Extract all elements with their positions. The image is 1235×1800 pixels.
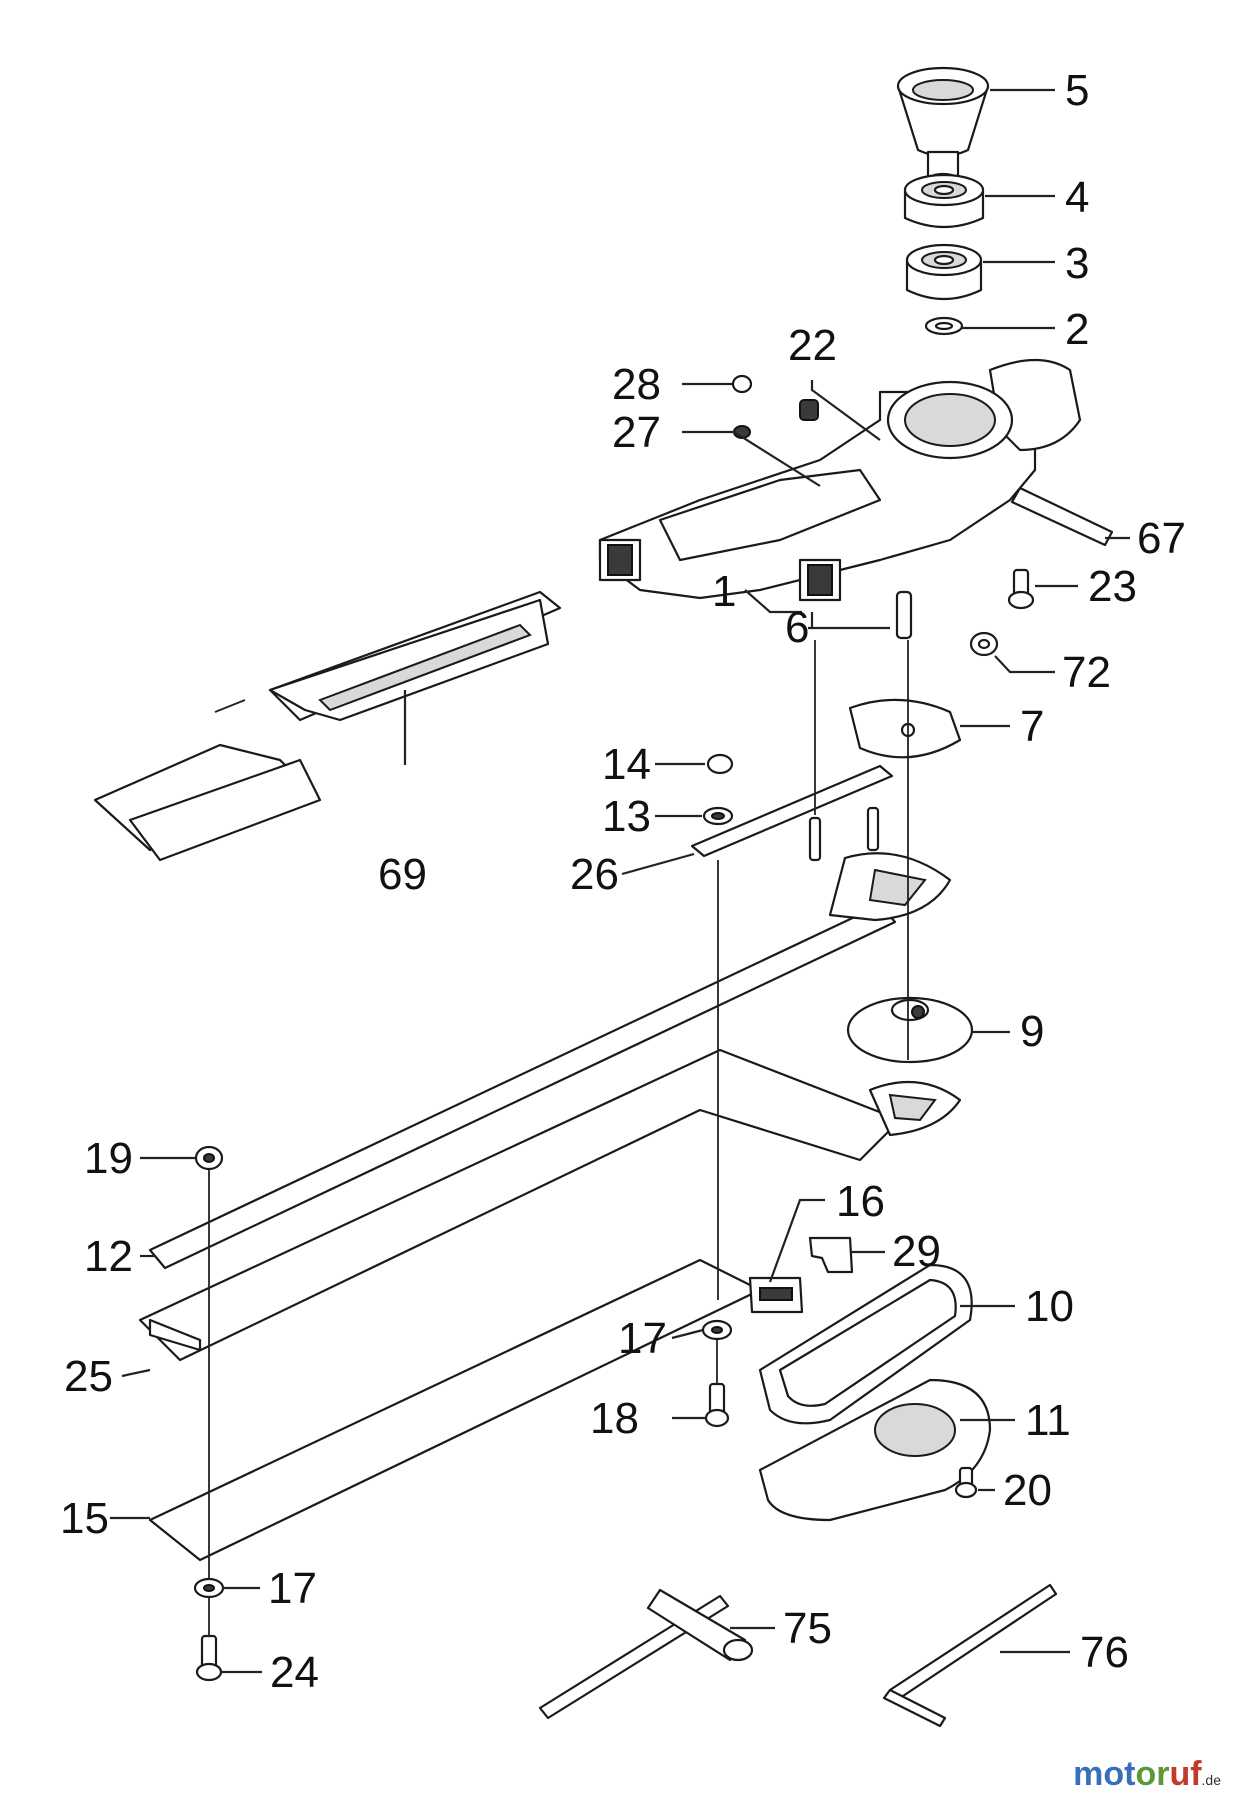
part-72-nut bbox=[969, 631, 999, 657]
part-9-crank-disk bbox=[846, 996, 974, 1064]
part-17-washer-lower bbox=[193, 1577, 225, 1599]
part-14-nut bbox=[706, 753, 734, 775]
part-67-rod bbox=[1010, 486, 1114, 547]
label-part-4: 4 bbox=[1065, 173, 1089, 222]
label-part-72: 72 bbox=[1062, 648, 1111, 697]
label-part-20: 20 bbox=[1003, 1466, 1052, 1515]
part-labels: 5 4 3 2 22 28 27 67 23 1 6 72 7 14 13 26… bbox=[60, 66, 1186, 1697]
label-part-7: 7 bbox=[1020, 702, 1044, 751]
label-part-6: 6 bbox=[785, 603, 809, 652]
centre-lines bbox=[208, 640, 909, 1636]
part-16-clip bbox=[748, 1276, 804, 1314]
label-part-3: 3 bbox=[1065, 239, 1089, 288]
part-24-bolt bbox=[195, 1634, 223, 1682]
label-part-76: 76 bbox=[1080, 1628, 1129, 1677]
label-part-67: 67 bbox=[1137, 514, 1186, 563]
part-76-hex-key bbox=[882, 1583, 1058, 1728]
watermark-part-2: or bbox=[1135, 1755, 1170, 1793]
part-4-bearing bbox=[903, 173, 985, 229]
part-19-nut bbox=[194, 1145, 224, 1171]
label-part-13: 13 bbox=[602, 792, 651, 841]
label-part-29: 29 bbox=[892, 1227, 941, 1276]
label-part-28: 28 bbox=[612, 360, 661, 409]
label-part-10: 10 bbox=[1025, 1282, 1074, 1331]
label-part-2: 2 bbox=[1065, 305, 1089, 354]
part-11-base-plate bbox=[758, 1378, 992, 1522]
part-75-t-wrench bbox=[538, 1588, 754, 1720]
part-2-washer bbox=[924, 316, 964, 336]
label-part-15: 15 bbox=[60, 1494, 109, 1543]
part-69-blade-cover bbox=[93, 590, 562, 862]
site-watermark: motoruf.de bbox=[1073, 1755, 1221, 1794]
label-part-22: 22 bbox=[788, 321, 837, 370]
part-13-washer bbox=[702, 806, 734, 826]
label-part-69: 69 bbox=[378, 850, 427, 899]
label-part-5: 5 bbox=[1065, 66, 1089, 115]
part-5-dust-cup bbox=[896, 66, 990, 188]
label-part-26: 26 bbox=[570, 850, 619, 899]
label-part-17-upper: 17 bbox=[618, 1314, 667, 1363]
label-part-9: 9 bbox=[1020, 1007, 1044, 1056]
label-part-11: 11 bbox=[1025, 1396, 1071, 1445]
part-7-crank-plate bbox=[848, 698, 962, 759]
label-part-19: 19 bbox=[84, 1134, 133, 1183]
label-part-75: 75 bbox=[783, 1604, 832, 1653]
watermark-part-1: mot bbox=[1073, 1755, 1136, 1793]
label-part-12: 12 bbox=[84, 1232, 133, 1281]
part-23-bolt bbox=[1007, 568, 1035, 610]
label-part-25: 25 bbox=[64, 1352, 113, 1401]
part-17-washer-upper bbox=[701, 1319, 733, 1341]
label-part-17-lower: 17 bbox=[268, 1564, 317, 1613]
label-part-1: 1 bbox=[712, 567, 736, 616]
part-10-gasket bbox=[758, 1263, 973, 1425]
label-part-14: 14 bbox=[602, 740, 651, 789]
part-18-bolt bbox=[704, 1382, 730, 1428]
label-part-18: 18 bbox=[590, 1394, 639, 1443]
part-26-guide-plate bbox=[690, 764, 894, 858]
watermark-part-4: .de bbox=[1201, 1772, 1221, 1788]
part-12-blade-bar bbox=[148, 852, 952, 1270]
part-22-spring bbox=[799, 399, 819, 421]
label-part-24: 24 bbox=[270, 1648, 319, 1697]
upper-blade bbox=[138, 1048, 962, 1362]
part-3-bearing bbox=[905, 243, 983, 300]
part-6-pin bbox=[808, 590, 913, 862]
leader-lines bbox=[110, 88, 1130, 1674]
part-1-gear-case bbox=[598, 358, 1082, 602]
part-29-spring-clip bbox=[808, 1236, 854, 1274]
label-part-23: 23 bbox=[1088, 562, 1137, 611]
label-part-16: 16 bbox=[836, 1177, 885, 1226]
watermark-part-3: uf bbox=[1169, 1755, 1202, 1793]
part-20-screw bbox=[954, 1466, 978, 1499]
part-28-nut bbox=[731, 374, 753, 394]
label-part-27: 27 bbox=[612, 408, 661, 457]
